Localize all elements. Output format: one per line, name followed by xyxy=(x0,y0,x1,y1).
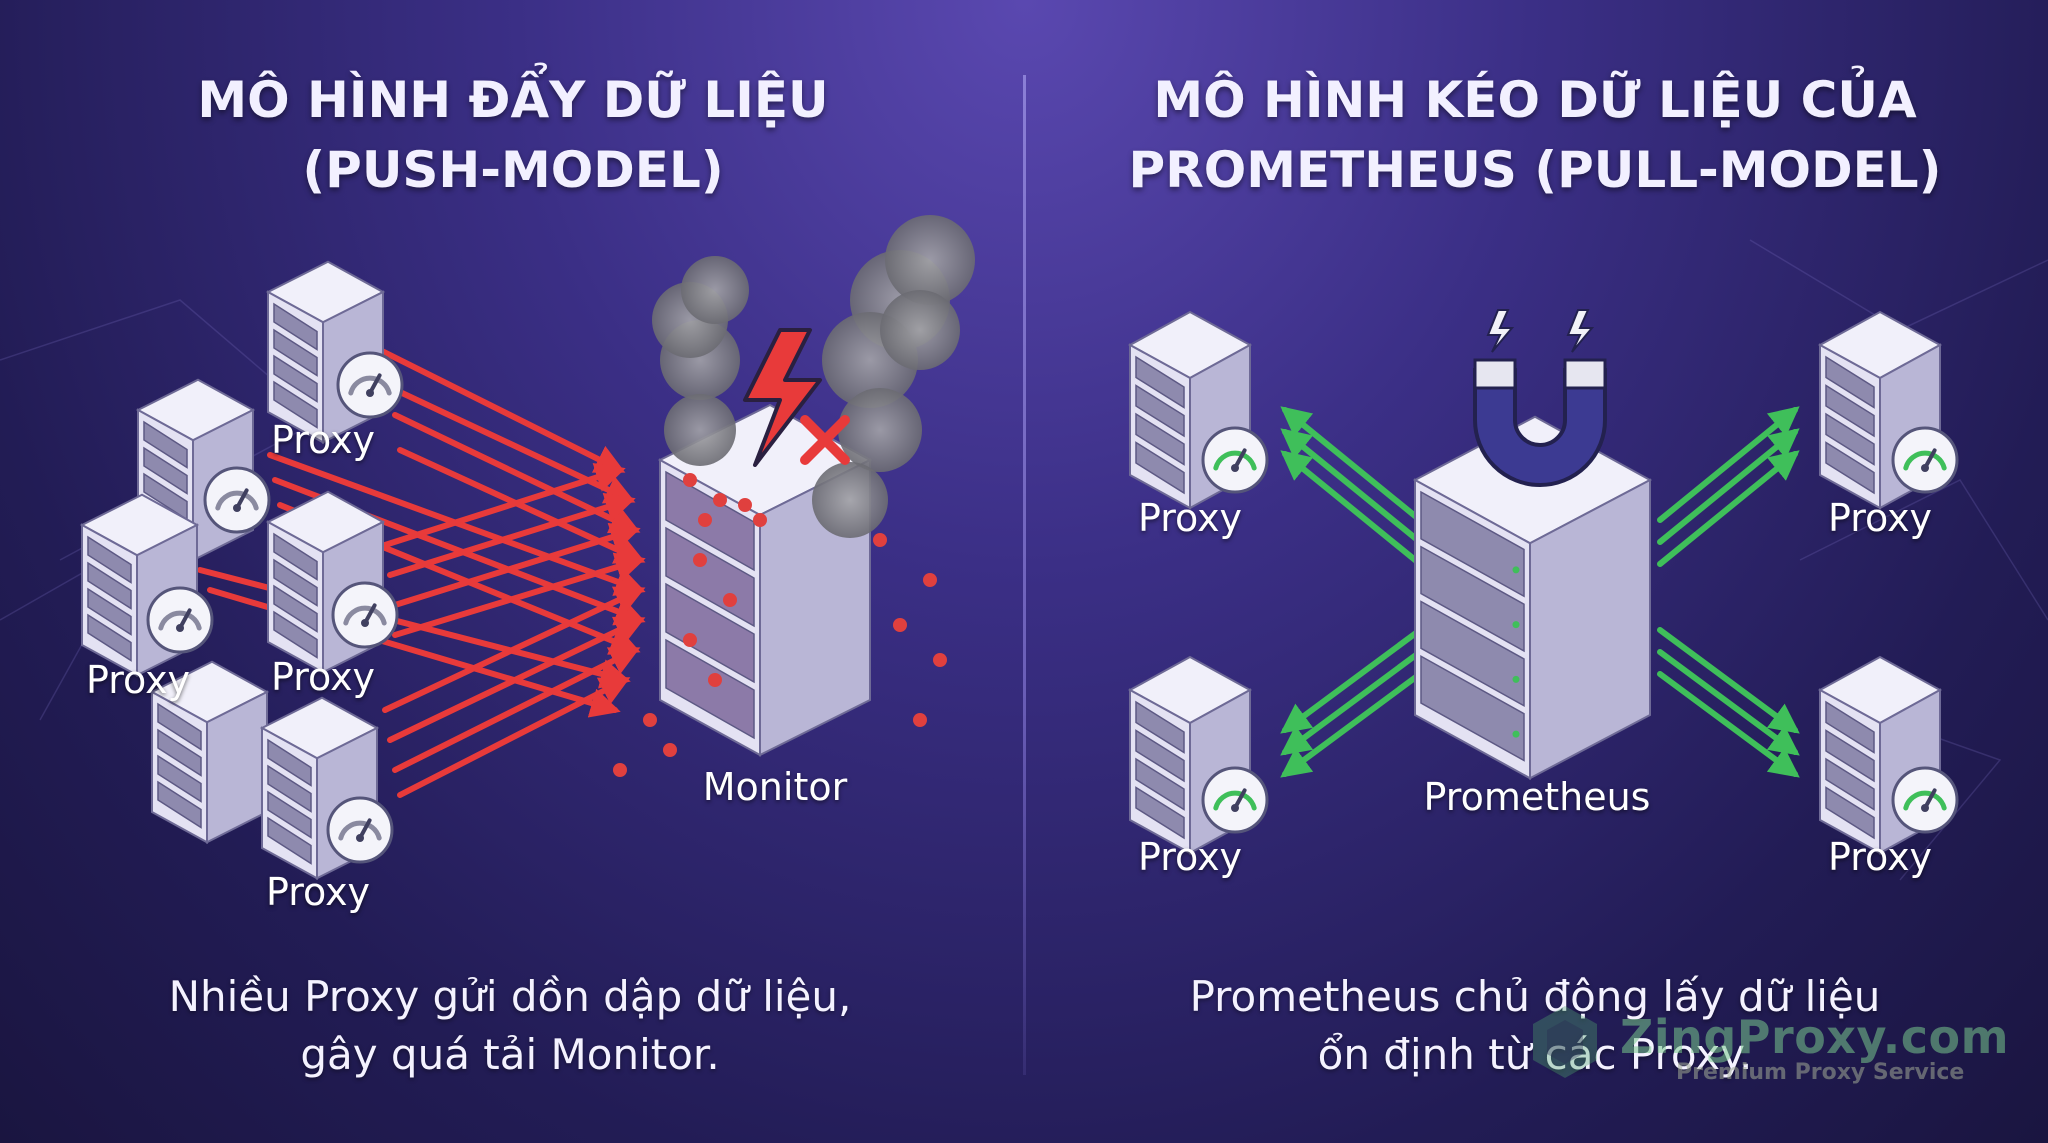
damage-dot xyxy=(723,593,737,607)
gauge-icon xyxy=(203,466,271,534)
prometheus-label: Prometheus xyxy=(1423,775,1651,819)
pull-title-line2: PROMETHEUS (PULL-MODEL) xyxy=(1128,141,1942,199)
pull-arrow-br-3 xyxy=(1657,671,1800,778)
damage-dot xyxy=(893,618,907,632)
push-caption-line2: gây quá tải Monitor. xyxy=(300,1030,720,1079)
damage-dot xyxy=(613,763,627,777)
pull-proxy-label-bl: Proxy xyxy=(1137,835,1243,879)
pull-caption: Prometheus chủ động lấy dữ liệu ổn định … xyxy=(1085,968,1985,1084)
pull-arrow-tr-2 xyxy=(1657,428,1800,545)
push-arrow-12 xyxy=(392,522,641,608)
prometheus-server-body xyxy=(1412,415,1653,780)
push-arrow-10 xyxy=(382,463,626,548)
magnet-icon xyxy=(1473,358,1607,487)
pull-caption-line2: ổn định từ các Proxy. xyxy=(1317,1030,1753,1079)
gauge-icon xyxy=(1201,766,1269,834)
pull-arrows xyxy=(1280,406,1800,778)
push-proxy-label-3: Proxy xyxy=(270,655,376,699)
damage-dot xyxy=(933,653,947,667)
push-caption-line1: Nhiều Proxy gửi dồn dập dữ liệu, xyxy=(168,972,852,1021)
prometheus-server xyxy=(1412,309,1653,780)
pull-arrow-bl-3 xyxy=(1280,671,1423,778)
push-arrow-2 xyxy=(382,382,636,504)
push-proxy-label-1: Proxy xyxy=(270,418,376,462)
push-proxy-server-6 xyxy=(259,696,380,880)
lightning-icon xyxy=(743,328,822,467)
watermark: ZingProxy.com Premium Proxy Service xyxy=(1533,1006,2010,1085)
pull-arrow-br-1 xyxy=(1657,627,1800,734)
spark-icon xyxy=(1566,309,1595,353)
push-arrow-15 xyxy=(387,616,646,743)
gauge-icon xyxy=(331,581,399,649)
damage-dot xyxy=(643,713,657,727)
push-arrow-17 xyxy=(397,677,631,798)
pull-title-line1: MÔ HÌNH KÉO DỮ LIỆU CỦA xyxy=(1153,71,1917,129)
pull-arrow-tl-3 xyxy=(1280,450,1423,567)
push-arrow-1 xyxy=(377,347,626,473)
smoke-icon xyxy=(652,215,975,538)
gauge-icon xyxy=(1201,426,1269,494)
damage-dot xyxy=(698,513,712,527)
watermark-tagline: Premium Proxy Service xyxy=(1676,1060,1965,1085)
gauge-icon xyxy=(336,351,404,419)
spark-icon xyxy=(1486,309,1515,353)
pull-proxy-label-br: Proxy xyxy=(1827,835,1933,879)
gauge-icon xyxy=(146,586,214,654)
pull-arrow-tr-1 xyxy=(1657,406,1800,523)
error-x-icon xyxy=(800,415,850,465)
pull-arrow-bl-1 xyxy=(1280,627,1423,734)
damage-dot xyxy=(738,498,752,512)
damage-dot xyxy=(713,493,727,507)
damage-dot xyxy=(873,533,887,547)
pull-arrow-tl-2 xyxy=(1280,428,1423,545)
push-arrow-14 xyxy=(382,586,646,713)
gauge-icon xyxy=(326,796,394,864)
push-arrow-11 xyxy=(387,492,636,578)
damage-dot xyxy=(683,473,697,487)
push-title-line2: (PUSH-MODEL) xyxy=(302,141,724,199)
damage-dot xyxy=(683,633,697,647)
push-caption: Nhiều Proxy gửi dồn dập dữ liệu, gây quá… xyxy=(60,968,960,1084)
damage-dot xyxy=(708,673,722,687)
pull-proxy-label-tl: Proxy xyxy=(1137,496,1243,540)
pull-arrow-br-2 xyxy=(1657,649,1800,756)
push-title-line1: MÔ HÌNH ĐẨY DỮ LIỆU xyxy=(197,71,829,129)
servers xyxy=(79,260,1959,880)
push-proxy-label-2: Proxy xyxy=(85,658,191,702)
push-proxy-label-4: Proxy xyxy=(265,870,371,914)
damage-dot xyxy=(753,513,767,527)
push-arrow-16 xyxy=(392,647,641,773)
damage-dot xyxy=(913,713,927,727)
damage-dot xyxy=(663,743,677,757)
damage-dot xyxy=(693,553,707,567)
damage-dot xyxy=(923,573,937,587)
pull-model-title: MÔ HÌNH KÉO DỮ LIỆU CỦA PROMETHEUS (PULL… xyxy=(1085,65,1985,205)
gauge-icon xyxy=(1891,766,1959,834)
monitor-label: Monitor xyxy=(702,765,848,809)
push-proxy-server-5 xyxy=(149,660,270,844)
monitor-server xyxy=(613,215,975,777)
gauge-icon xyxy=(1891,426,1959,494)
push-model-title: MÔ HÌNH ĐẨY DỮ LIỆU (PUSH-MODEL) xyxy=(63,65,963,205)
watermark-name: ZingProxy.com xyxy=(1620,1010,2010,1064)
push-arrow-13 xyxy=(392,552,646,638)
pull-arrow-tl-1 xyxy=(1280,406,1423,523)
pull-arrow-tr-3 xyxy=(1657,450,1800,567)
push-proxy-server-3 xyxy=(79,493,200,677)
pull-caption-line1: Prometheus chủ động lấy dữ liệu xyxy=(1189,972,1881,1021)
pull-arrow-bl-2 xyxy=(1280,649,1423,756)
zingproxy-logo-icon xyxy=(1533,1006,1597,1078)
pull-proxy-label-tr: Proxy xyxy=(1827,496,1933,540)
panel-divider xyxy=(1023,75,1026,1075)
